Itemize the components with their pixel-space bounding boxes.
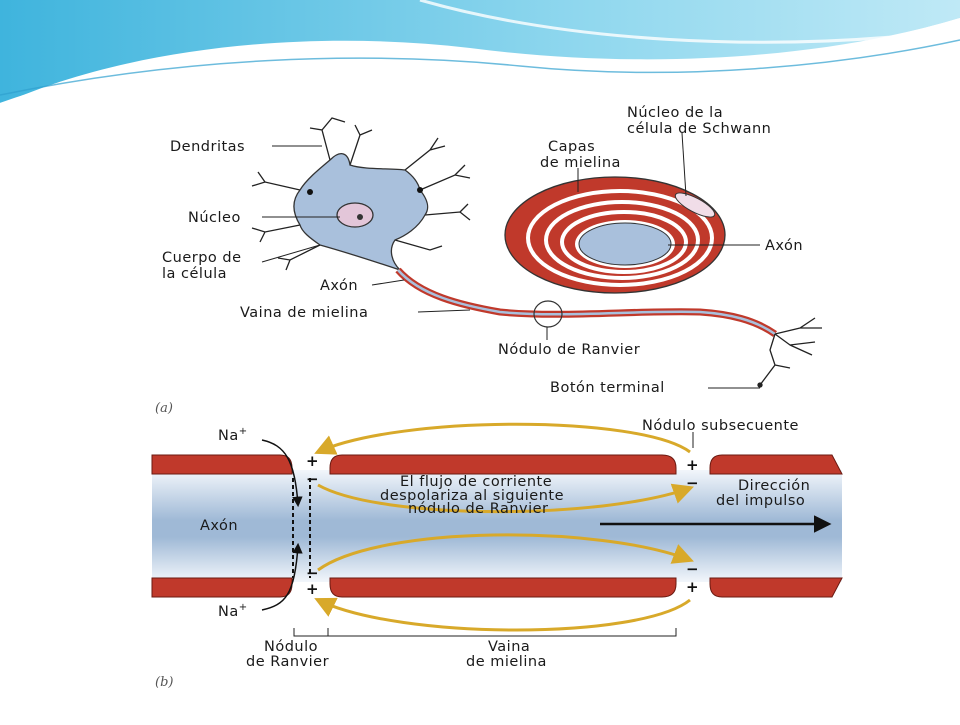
label-vaina: Vaina de mielina — [240, 305, 368, 321]
myelin-cross-section — [504, 176, 726, 294]
axon-core-line — [397, 269, 776, 336]
terminal-branches — [757, 317, 822, 388]
bracket-lines — [293, 432, 694, 637]
sign-plus-3: + — [686, 456, 699, 474]
label-nucleo: Núcleo — [188, 210, 241, 226]
label-cuerpo-1: Cuerpo de — [162, 250, 242, 266]
sign-plus-1: + — [306, 452, 319, 470]
label-direccion-1: Dirección — [738, 478, 810, 494]
label-vaina-2: de mielina — [466, 654, 547, 670]
node-dashed-lines — [292, 478, 311, 578]
caption-a: (a) — [155, 401, 173, 416]
label-flujo-3: nódulo de Ranvier — [408, 501, 549, 517]
panel-a-neuron: Dendritas Núcleo Cuerpo de la célula Axó… — [155, 105, 822, 416]
sign-plus-4: + — [686, 578, 699, 596]
label-na-top: Na+ — [218, 426, 248, 444]
current-arrows — [314, 422, 694, 632]
label-schwann-1: Núcleo de la — [627, 105, 723, 121]
label-flujo-2: despolariza al siguiente — [380, 488, 564, 504]
label-dendritas: Dendritas — [170, 139, 245, 155]
label-vaina-1: Vaina — [488, 639, 530, 655]
label-nodulo-1: Nódulo — [264, 639, 318, 655]
label-axon-b: Axón — [200, 518, 238, 534]
ranvier-node-circle — [533, 300, 563, 328]
label-direccion-2: del impulso — [716, 493, 805, 509]
label-boton-terminal: Botón terminal — [550, 380, 665, 396]
header-wave — [0, 0, 960, 107]
caption-b: (b) — [155, 675, 173, 690]
label-na-bottom: Na+ — [218, 602, 248, 620]
sign-minus-4: − — [686, 560, 699, 578]
myelin-top — [151, 454, 843, 475]
label-schwann-2: célula de Schwann — [627, 121, 771, 137]
label-axon-a: Axón — [320, 278, 358, 294]
label-axon-cross: Axón — [765, 238, 803, 254]
sign-minus-2: − — [306, 564, 319, 582]
sign-minus-1: − — [306, 470, 319, 488]
label-cuerpo-2: la célula — [162, 266, 227, 282]
myelin-bottom — [151, 577, 843, 598]
label-flujo-1: El flujo de corriente — [400, 474, 552, 490]
body-dot-left — [307, 189, 313, 195]
body-dot-right — [417, 187, 423, 193]
panel-b-saltatory: + − − + + − − + Na+ Na+ Axón Nódulo subs… — [151, 418, 843, 690]
axon-core-b — [152, 470, 842, 582]
nucleolus-dot — [357, 214, 363, 220]
label-capas-1: Capas — [548, 139, 595, 155]
na-arrow-top — [261, 439, 303, 508]
label-nodulo-subsecuente: Nódulo subsecuente — [642, 418, 799, 434]
label-nodulo-ranvier-a: Nódulo de Ranvier — [498, 342, 640, 358]
dendrites-drawing — [251, 117, 471, 271]
sign-plus-2: + — [306, 580, 319, 598]
label-nodulo-2: de Ranvier — [246, 654, 329, 670]
nucleus-shape — [336, 202, 374, 228]
sign-minus-3: − — [686, 474, 699, 492]
na-arrow-bottom — [261, 542, 303, 611]
leader-lines-a — [261, 132, 760, 389]
label-capas-2: de mielina — [540, 155, 621, 171]
